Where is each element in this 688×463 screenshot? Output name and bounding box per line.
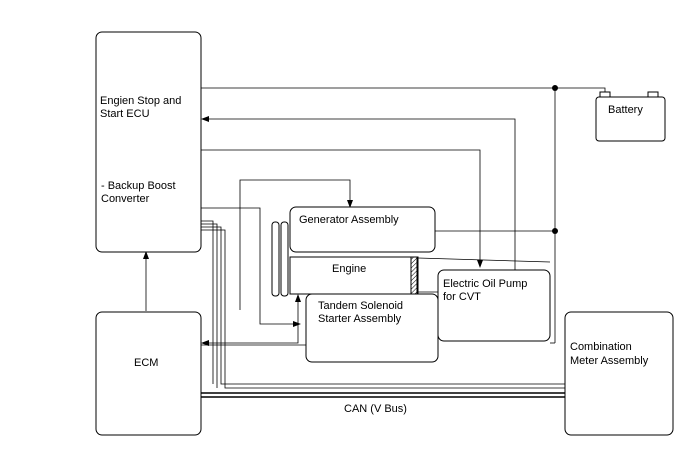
combination-meter-assembly: Combination Meter Assembly xyxy=(564,311,674,436)
meter-label-line2: Meter Assembly xyxy=(570,355,649,367)
can-bus xyxy=(201,392,565,398)
can-bus-label: CAN (V Bus) xyxy=(344,403,407,415)
ecm-starter-wire xyxy=(205,298,299,344)
starter-label-line1: Tandem Solenoid xyxy=(318,300,403,312)
arrow-icon xyxy=(295,294,301,302)
ecu-sub-line1: - Backup Boost xyxy=(101,180,176,192)
ecm: ECM xyxy=(95,311,202,436)
wiring xyxy=(145,85,606,389)
engine-pump-wire xyxy=(417,257,551,263)
engine: Engine xyxy=(289,256,419,295)
junction-dot xyxy=(552,85,558,91)
generator-label: Generator Assembly xyxy=(299,214,399,226)
harness-wire-1 xyxy=(201,220,214,384)
tandem-solenoid-starter: Tandem Solenoid Starter Assembly xyxy=(305,293,439,363)
electric-oil-pump: Electric Oil Pump for CVT xyxy=(437,269,551,342)
ecu-signal-wire xyxy=(205,118,516,270)
junction-dot xyxy=(552,228,558,234)
oil-pump-label-line1: Electric Oil Pump xyxy=(443,278,527,290)
ecu-starter-wire xyxy=(201,207,296,325)
harness-wire-3 xyxy=(201,226,565,385)
oil-pump-label-line2: for CVT xyxy=(443,291,481,303)
harness-wire-2 xyxy=(201,223,218,388)
ecu-sub-line2: Converter xyxy=(101,193,150,205)
arrowheads xyxy=(143,116,483,346)
battery: Battery xyxy=(595,91,666,142)
arrow-icon xyxy=(293,321,301,327)
harness-wire-4 xyxy=(201,229,565,389)
ecu-oil-pump-wire xyxy=(201,149,481,263)
engine-label: Engine xyxy=(332,263,366,275)
arrow-icon xyxy=(347,200,353,208)
engine-flange xyxy=(410,256,419,295)
ecm-label: ECM xyxy=(134,357,158,369)
ecu-title-line1: Engien Stop and xyxy=(100,95,181,107)
arrow-icon xyxy=(201,116,209,122)
arrow-icon xyxy=(477,260,483,268)
battery-label: Battery xyxy=(608,104,643,116)
battery-supply-wire xyxy=(201,87,606,97)
pulley xyxy=(271,221,289,297)
meter-label-line1: Combination xyxy=(570,341,632,353)
ecu-title-line2: Start ECU xyxy=(100,108,150,120)
arrow-icon xyxy=(201,340,209,346)
generator-assembly: Generator Assembly xyxy=(289,206,436,253)
stop-start-ecu: Engien Stop and Start ECU - Backup Boost… xyxy=(95,31,202,253)
arrow-icon xyxy=(143,251,149,259)
ecu-generator-wire xyxy=(239,179,351,310)
starter-label-line2: Starter Assembly xyxy=(318,313,402,325)
